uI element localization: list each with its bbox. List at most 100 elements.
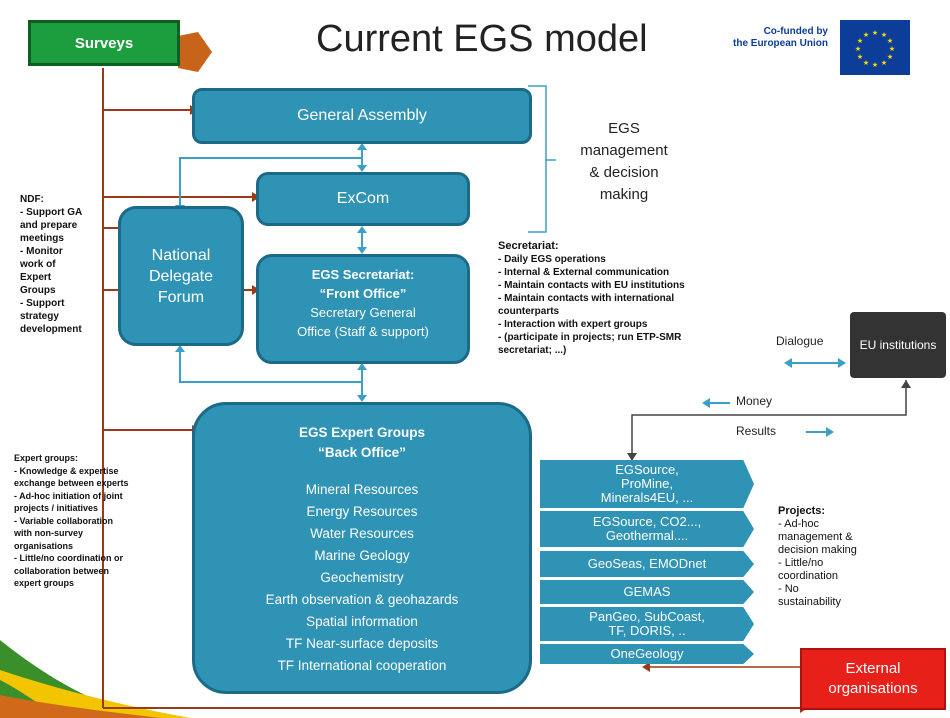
- secretariat-box: EGS Secretariat: “Front Office” Secretar…: [256, 254, 470, 364]
- external-organisations-label: External organisations: [828, 660, 918, 697]
- expert-note-line: Expert groups:: [14, 453, 79, 463]
- secretariat-heading: EGS Secretariat:: [311, 267, 415, 282]
- ndf-note-line: development: [20, 324, 82, 335]
- dialogue-label: Dialogue: [776, 334, 824, 348]
- general-assembly-box: General Assembly: [192, 88, 532, 144]
- project-note-line: coordination: [778, 570, 838, 582]
- eu-institutions-label: EU institutions: [859, 338, 937, 352]
- project-notes: Projects: - Ad-hoc management & decision…: [778, 505, 857, 609]
- expert-group-item: TF International cooperation: [277, 658, 447, 673]
- secretariat-line3: Secretary General: [310, 305, 416, 320]
- expert-note-line: collaboration between: [14, 565, 110, 576]
- project-row: EGSource, CO2..., Geothermal....: [540, 511, 754, 547]
- secretariat-notes: Secretariat: - Daily EGS operations - In…: [498, 240, 685, 357]
- money-label: Money: [736, 394, 773, 408]
- surveys-label: Surveys: [74, 34, 134, 52]
- svg-text:★: ★: [855, 45, 861, 53]
- expert-groups-subheading: “Back Office”: [318, 445, 406, 460]
- project-row-text: TF, DORIS, ..: [608, 623, 686, 638]
- project-row-text: GEMAS: [623, 584, 671, 599]
- secretariat-subheading: “Front Office”: [319, 286, 407, 301]
- svg-text:★: ★: [863, 31, 869, 39]
- expert-note-line: organisations: [14, 540, 74, 551]
- svg-text:★: ★: [881, 59, 887, 67]
- general-assembly-label: General Assembly: [297, 107, 427, 124]
- project-row-text: Minerals4EU, ...: [600, 490, 694, 505]
- page-title: Current EGS model: [316, 18, 648, 60]
- ndf-note-line: - Monitor: [20, 246, 63, 257]
- project-row-text: EGSource,: [615, 462, 679, 477]
- svg-text:★: ★: [872, 29, 878, 37]
- ndf-note-line: Groups: [20, 285, 56, 296]
- ndf-note-line: - Support GA: [20, 207, 83, 218]
- external-organisations-box: External organisations: [800, 648, 946, 710]
- eu-funding-text: Co-funded by the European Union: [700, 26, 828, 50]
- project-note-line: management &: [778, 531, 853, 543]
- project-row: GeoSeas, EMODnet: [540, 551, 754, 577]
- project-row-text: Geothermal....: [605, 528, 689, 543]
- expert-group-item: TF Near-surface deposits: [285, 636, 439, 651]
- expert-groups-heading: EGS Expert Groups: [298, 425, 426, 440]
- egs-management-text: EGS management & decision making: [566, 118, 682, 206]
- expert-group-item: Spatial information: [306, 614, 418, 629]
- secretariat-line4: Office (Staff & support): [297, 324, 429, 339]
- eu-institutions-box: EU institutions: [850, 312, 946, 378]
- project-row: GEMAS: [540, 580, 754, 604]
- national-delegate-forum-box: National Delegate Forum: [118, 206, 244, 346]
- project-note-line: - Ad-hoc: [778, 518, 819, 530]
- expert-group-item: Geochemistry: [320, 570, 404, 585]
- ndf-note-line: meetings: [20, 233, 64, 244]
- project-row-text: EGSource, CO2...,: [592, 514, 702, 529]
- secretariat-note-line: Secretariat:: [498, 240, 559, 252]
- eu-funding-line1: Co-funded by: [763, 26, 828, 37]
- expert-group-item: Water Resources: [310, 526, 414, 541]
- svg-text:★: ★: [889, 45, 895, 53]
- secretariat-note-line: - Maintain contacts with international: [498, 293, 675, 304]
- svg-text:★: ★: [887, 37, 893, 45]
- project-row-text: PanGeo, SubCoast,: [589, 609, 705, 624]
- project-row: OneGeology: [540, 644, 754, 664]
- secretariat-note-line: - Interaction with expert groups: [498, 319, 648, 330]
- results-label: Results: [736, 424, 777, 438]
- expert-note-line: - Knowledge & expertise: [14, 465, 119, 476]
- egs-management-line: making: [599, 186, 649, 203]
- svg-text:★: ★: [857, 53, 863, 61]
- svg-text:★: ★: [887, 53, 893, 61]
- svg-text:★: ★: [863, 59, 869, 67]
- excom-box: ExCom: [256, 172, 470, 226]
- project-row: PanGeo, SubCoast, TF, DORIS, ..: [540, 607, 754, 641]
- expert-group-item: Mineral Resources: [305, 482, 419, 497]
- eu-flag-icon: ★★★ ★★★ ★★★ ★★★: [840, 20, 910, 75]
- project-note-line: - Little/no: [778, 557, 824, 569]
- ndf-label: National Delegate Forum: [148, 246, 214, 306]
- ndf-note-line: Expert: [20, 272, 52, 283]
- expert-group-item: Energy Resources: [306, 504, 418, 519]
- svg-text:★: ★: [881, 31, 887, 39]
- secretariat-note-line: - Maintain contacts with EU institutions: [498, 280, 685, 291]
- ndf-note-line: NDF:: [20, 194, 44, 205]
- surveys-box: Surveys: [28, 20, 180, 66]
- ndf-note-line: strategy: [20, 311, 59, 322]
- secretariat-note-line: counterparts: [498, 306, 560, 317]
- secretariat-note-line: secretariat; ...): [498, 345, 567, 356]
- expert-group-item: Marine Geology: [314, 548, 410, 563]
- project-row-text: OneGeology: [610, 646, 684, 661]
- secretariat-note-line: - Daily EGS operations: [498, 254, 606, 265]
- eu-funding-line2: the European Union: [733, 38, 828, 49]
- ndf-note-line: - Support: [20, 298, 65, 309]
- svg-text:★: ★: [872, 61, 878, 69]
- expert-groups-box: EGS Expert Groups “Back Office” Mineral …: [192, 402, 532, 694]
- project-note-line: sustainability: [778, 596, 841, 608]
- surveys-tab: [178, 32, 212, 72]
- expert-note-line: exchange between experts: [14, 478, 129, 488]
- egs-management-line: EGS: [608, 120, 640, 137]
- ndf-notes: NDF: - Support GA and prepare meetings -…: [20, 193, 82, 336]
- ndf-note-line: and prepare: [20, 220, 78, 231]
- expert-group-item: Earth observation & geohazards: [265, 592, 459, 607]
- expert-note-line: - Variable collaboration: [14, 515, 114, 526]
- egs-management-line: & decision: [589, 164, 659, 181]
- expert-note-line: - Ad-hoc initiation of joint: [14, 490, 123, 501]
- project-note-line: - No: [778, 583, 799, 595]
- secretariat-note-line: - (participate in projects; run ETP-SMR: [498, 332, 682, 343]
- project-row-text: GeoSeas, EMODnet: [587, 556, 707, 571]
